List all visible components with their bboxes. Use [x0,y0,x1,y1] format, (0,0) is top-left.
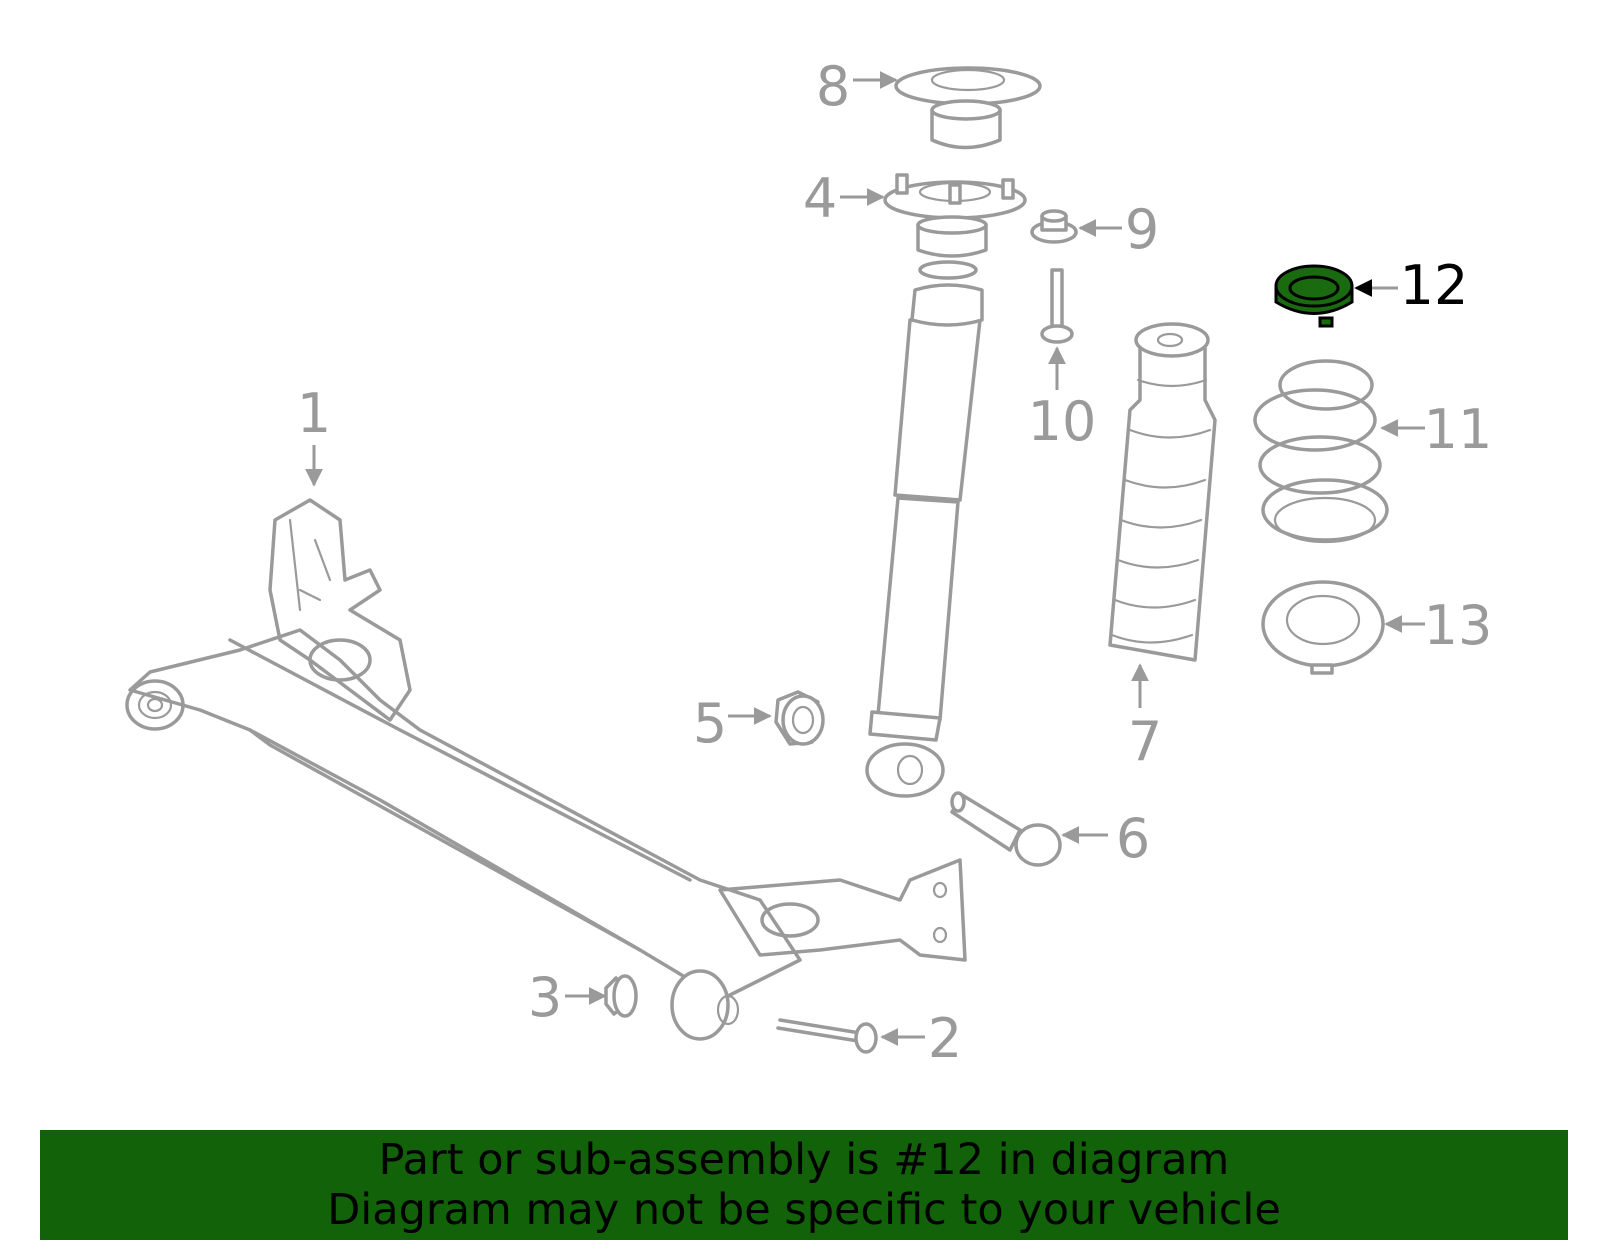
callout-12-highlighted: 12 [1400,254,1469,317]
part-11-coil-spring[interactable] [1253,359,1389,544]
callout-13: 13 [1424,594,1493,657]
part-7-dust-boot[interactable] [1108,322,1217,662]
callout-5: 5 [693,692,727,755]
part-8-upper-mount[interactable] [894,66,1042,150]
part-10-bolt[interactable] [1040,268,1074,344]
part-1-axle-beam[interactable] [125,498,967,1041]
callout-6: 6 [1116,807,1150,870]
part-13-lower-spring-seat[interactable] [1261,580,1385,675]
rear-suspension-diagram: 1 2 3 4 5 6 7 8 9 10 11 12 13 [125,55,1493,1070]
part-5-bushing[interactable] [774,690,825,746]
banner-line-2: Diagram may not be specific to your vehi… [327,1185,1281,1235]
callout-1: 1 [297,382,331,445]
callout-4: 4 [803,167,837,230]
part-4-mount-plate[interactable] [883,173,1027,258]
callout-10: 10 [1028,390,1097,453]
callout-8: 8 [816,55,850,118]
info-banner: Part or sub-assembly is #12 in diagram D… [40,1130,1568,1240]
callout-11: 11 [1424,398,1493,461]
part-12-spring-insulator-highlighted[interactable] [1274,264,1354,328]
banner-line-1: Part or sub-assembly is #12 in diagram [378,1135,1230,1185]
part-9-nut[interactable] [1030,209,1078,244]
part-3-nut[interactable] [604,974,638,1018]
callout-2: 2 [928,1007,962,1070]
callout-9: 9 [1125,198,1159,261]
part-6-bolt[interactable] [950,791,1062,867]
shock-absorber[interactable] [865,260,984,798]
leader-lines [305,71,1425,1046]
callout-3: 3 [528,966,562,1029]
callout-7: 7 [1128,710,1162,773]
part-2-bolt[interactable] [776,1018,878,1054]
